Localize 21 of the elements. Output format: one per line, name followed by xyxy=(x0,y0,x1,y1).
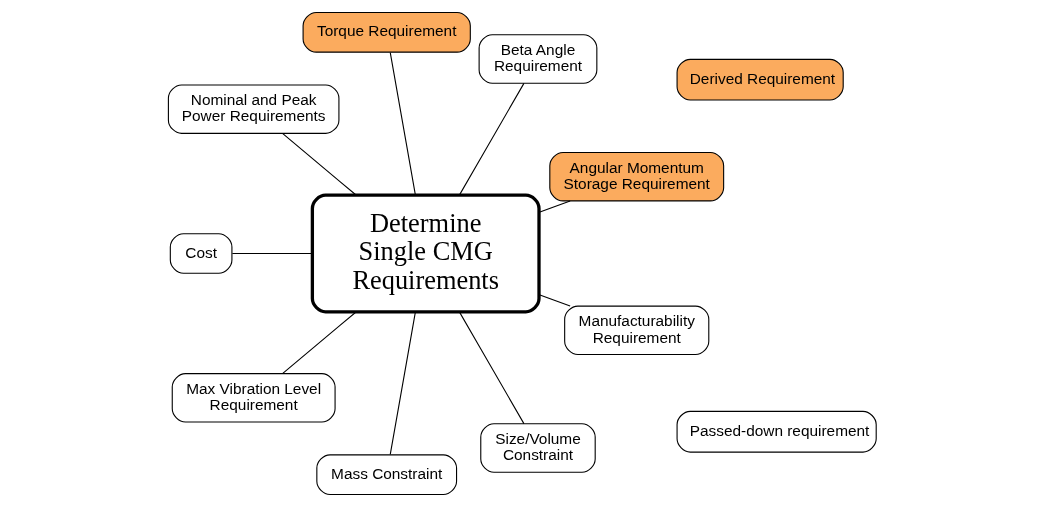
node-box: Angular Momentum Storage Requirement xyxy=(549,151,725,202)
node-box: Size/Volume Constraint xyxy=(480,423,596,473)
node-box: Torque Requirement xyxy=(302,12,471,53)
legend-label: Derived Requirement xyxy=(689,70,836,88)
connector xyxy=(389,311,416,455)
node-box: Determine Single CMG Requirements xyxy=(310,193,541,314)
node-box: Max Vibration Level Requirement xyxy=(171,373,336,423)
node-box: Manufacturability Requirement xyxy=(564,305,710,356)
legend-label: Passed-down requirement xyxy=(689,422,870,440)
node-box: Nominal and Peak Power Requirements xyxy=(167,84,340,134)
connector xyxy=(458,82,525,196)
connector xyxy=(538,294,571,307)
connector xyxy=(282,133,357,196)
node-box: Cost xyxy=(169,233,233,274)
connector xyxy=(458,311,525,425)
node-box: Beta Angle Requirement xyxy=(478,34,598,84)
connector xyxy=(282,311,357,374)
connector xyxy=(389,52,416,196)
connector xyxy=(231,252,313,255)
connector xyxy=(538,200,571,213)
node-box: Mass Constraint xyxy=(316,454,458,495)
